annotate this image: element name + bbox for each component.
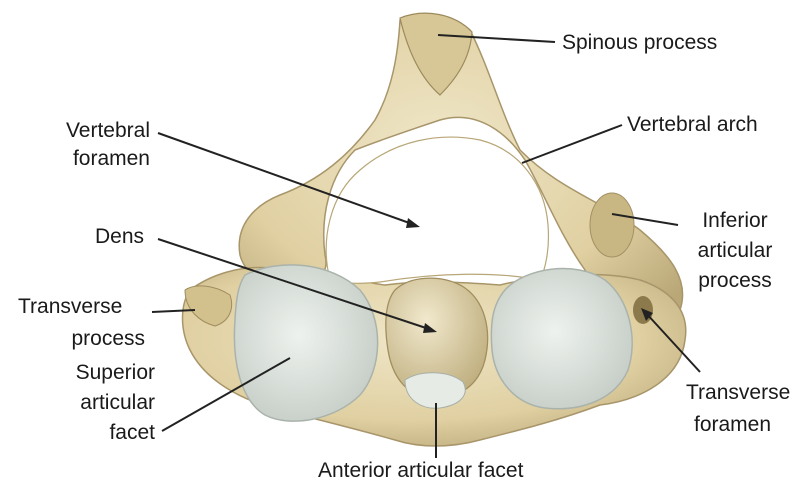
label-vertebral-arch: Vertebral arch: [627, 112, 758, 137]
label-transverse-process-line1: Transverse: [18, 294, 122, 319]
label-spinous-process: Spinous process: [562, 30, 717, 55]
label-inferior-articular-line3: process: [680, 268, 790, 293]
label-transverse-foramen-line1: Transverse: [686, 380, 790, 405]
label-superior-articular-line3: facet: [20, 420, 155, 445]
label-inferior-articular-line2: articular: [680, 238, 790, 263]
label-superior-articular-line2: articular: [20, 390, 155, 415]
label-transverse-foramen-line2: foramen: [694, 412, 771, 437]
label-superior-articular-line1: Superior: [20, 360, 155, 385]
leader-vertebral-arch: [522, 125, 622, 163]
label-anterior-articular-facet: Anterior articular facet: [318, 458, 523, 483]
label-transverse-process-line2: process: [18, 326, 145, 351]
vertebral-foramen-shape: [326, 137, 548, 283]
label-dens: Dens: [95, 224, 144, 249]
label-vertebral-foramen-line1: Vertebral: [20, 118, 150, 143]
inferior-articular-process-shape: [590, 193, 634, 257]
label-inferior-articular-line1: Inferior: [680, 208, 790, 233]
superior-articular-facet-right-shape: [491, 269, 632, 409]
label-vertebral-foramen-line2: foramen: [20, 146, 150, 171]
